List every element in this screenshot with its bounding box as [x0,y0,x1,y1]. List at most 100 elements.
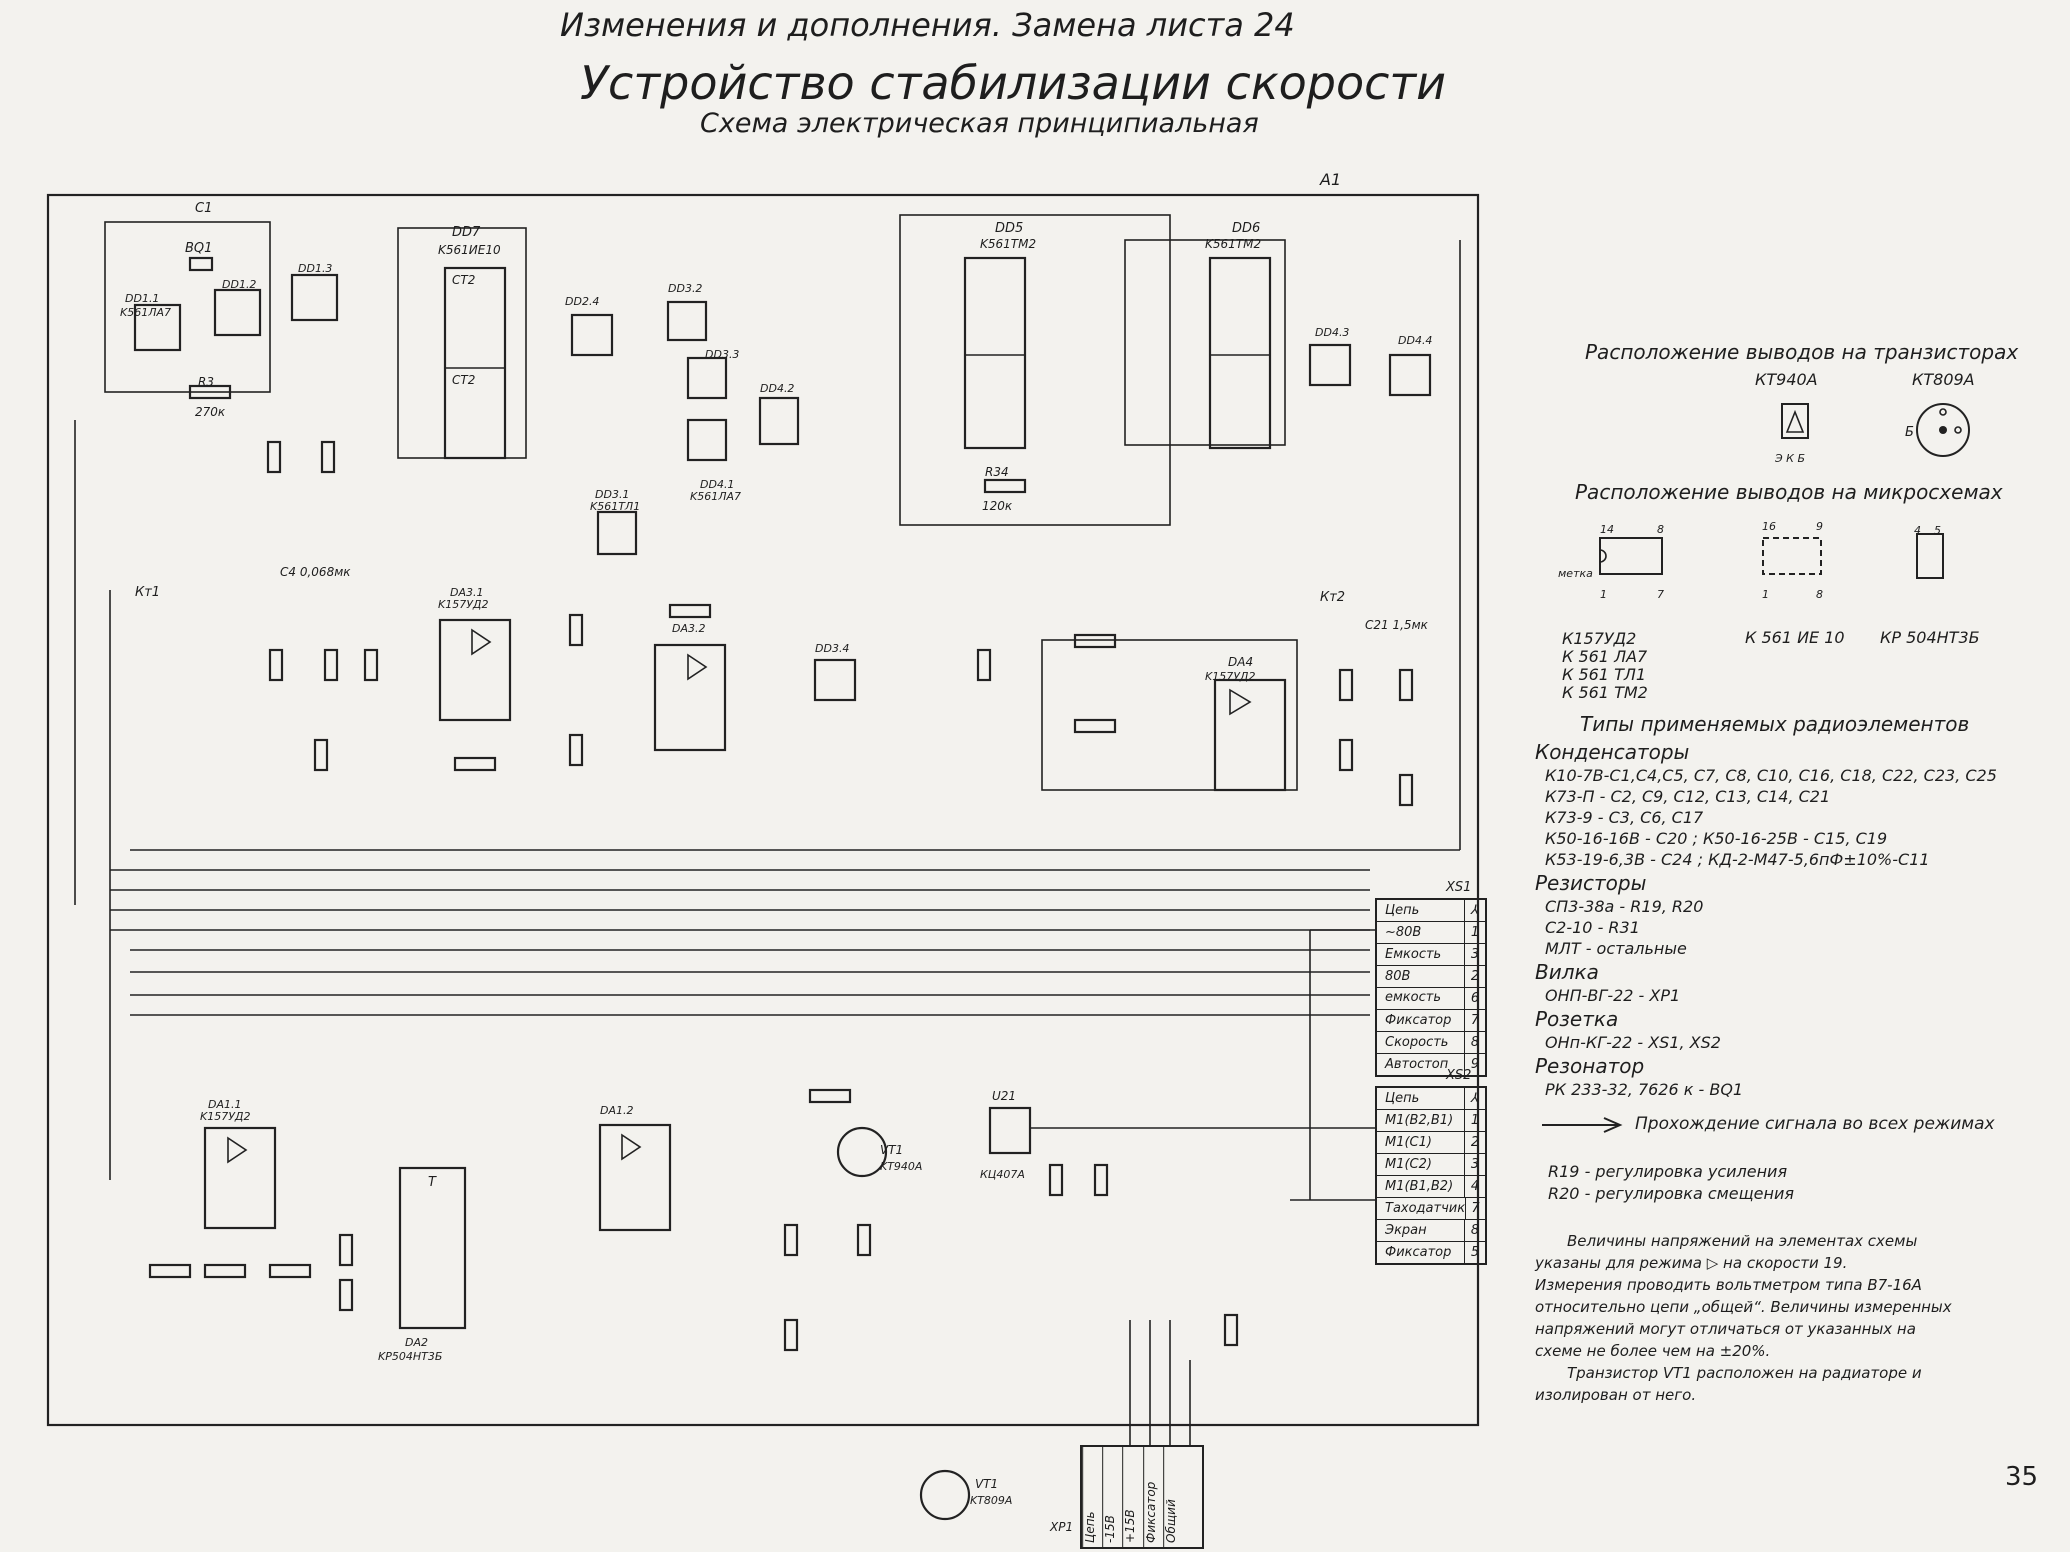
kt940a-name: КТ940А [1755,370,1818,389]
ref-c4: C4 [280,565,297,579]
note-line: изолирован от него. [1535,1386,1697,1404]
chip1-pin-8: 8 [1657,523,1664,536]
transistor-pinout-drawing [1781,403,1970,457]
chip2-pin-9: 9 [1816,520,1823,533]
xp1-col: Общий [1162,1447,1183,1547]
bq1-crystal [188,256,214,272]
xs1-row: 6 [1377,988,1485,1010]
legend-text: Прохождение сигнала во всех режимах [1635,1114,1995,1134]
capacitor-line: К53-19-6,3В - С24 ; КД-2-М47-5,6пФ±10%-С… [1545,850,1930,869]
val-c21: 1,5мк [1392,618,1428,632]
capacitor-line: К50-16-16В - С20 ; К50-16-25В - С15, С19 [1545,829,1888,848]
svg-text:K561ЛА7: K561ЛА7 [120,306,171,319]
xs2-label: XS2 [1446,1068,1472,1083]
section-capacitors: Конденсаторы [1535,740,1690,764]
chip-pinout-title: Расположение выводов на микросхемах [1575,480,2003,504]
xp1-connector: Цепь -15В +15В Фиксатор Общий [1080,1445,1204,1549]
elements-title: Типы применяемых радиоэлементов [1580,712,1970,736]
signal-arrow-icon [1542,1117,1623,1133]
chip-name-kp504: КР 504НТ3Б [1880,628,1980,647]
svg-text:KT940A: KT940A [880,1160,922,1173]
resistor-line: МЛТ - остальные [1545,939,1687,958]
svg-text:KT809A: KT809A [970,1494,1012,1507]
capacitor-line: К73-П - С2, С9, С12, С13, С14, С21 [1545,787,1831,806]
xp1-col: -15В [1102,1447,1123,1547]
da1-amplifiers: DA1.1 K157УД2 DA1.2 [200,1098,672,1232]
svg-text:120к: 120к [982,499,1013,513]
transistor-pinout-title: Расположение выводов на транзисторах [1585,340,2019,364]
resistor-line: СП3-38а - R19, R20 [1545,897,1704,916]
svg-text:270к: 270к [195,405,226,419]
svg-text:CT2: CT2 [452,373,475,387]
svg-text:T: T [428,1175,437,1190]
svg-text:K157УД2: K157УД2 [200,1110,251,1123]
ref-c21: C21 [1365,618,1389,632]
adjust-r19: R19 - регулировка усиления [1548,1162,1788,1181]
note-line: относительно цепи „общей“. Величины изме… [1535,1298,1952,1316]
svg-text:КЦ407А: КЦ407А [980,1168,1025,1181]
label-c21: C21 1,5мк [1365,618,1428,632]
svg-text:DD3.3: DD3.3 [705,348,739,361]
resistor-symbols [148,440,1414,1352]
signal-buses [74,240,1461,1180]
da3-amplifiers: DA3.1 K157УД2 DA3.2 DD3.4 [438,586,857,752]
chip-name: К157УД2 [1562,629,1637,648]
svg-text:DA1.1: DA1.1 [208,1098,242,1111]
resistor-line: С2-10 - R31 [1545,918,1640,937]
val-c4: 0,068мк [299,565,351,579]
logic-gates: DD2.4 DD3.2 DD3.3 DD4.2 DD4.1 K561ЛА7 DD… [565,282,800,556]
chip3-pin-5: 5 [1934,524,1941,537]
chip3-pin-4: 4 [1914,524,1921,537]
r3-resistor [188,384,232,400]
resonator-line: РК 233-32, 7626 к - ВQ1 [1545,1080,1744,1099]
svg-text:DA2: DA2 [405,1336,428,1349]
note-line: указаны для режима ▷ на скорости 19. [1535,1254,1848,1272]
svg-text:DA3.2: DA3.2 [672,622,706,635]
svg-text:K561ТМ2: K561ТМ2 [980,237,1036,251]
chip1-pin-14: 14 [1600,523,1614,536]
section-plug: Вилка [1535,960,1599,984]
dd1-3-gate [290,273,339,322]
header-line1: Изменения и дополнения. Замена листа 24 [560,6,1295,44]
chip-name: К 561 ЛА7 [1562,647,1648,666]
u21-rectifier: U21 КЦ407А [980,1089,1032,1181]
svg-text:DD5: DD5 [995,221,1023,236]
svg-text:BQ1: BQ1 [185,241,212,256]
svg-text:DD1.3: DD1.3 [298,262,332,275]
page-number: 35 [2005,1462,2039,1492]
xp1-label: XP1 [1050,1520,1074,1534]
label-kt2: Кт2 [1320,590,1346,605]
capacitor-line: К10-7В-С1,С4,С5, С7, С8, С10, С16, С18, … [1545,766,1997,785]
capacitor-line: К73-9 - С3, С6, С17 [1545,808,1704,827]
svg-text:K157УД2: K157УД2 [1205,670,1256,683]
section-resonator: Резонатор [1535,1054,1645,1078]
chip-name: К 561 ТЛ1 [1562,665,1647,684]
svg-text:DD1.2: DD1.2 [222,278,256,291]
chip1-pin-1: 1 [1600,588,1607,601]
vt1-kt809a: VT1 KT809A [919,1469,1012,1521]
svg-text:DA4: DA4 [1228,655,1253,669]
chip2-pin-8: 8 [1816,588,1823,601]
svg-text:DD1.1: DD1.1 [125,292,159,305]
xp1-col: +15В [1122,1447,1143,1547]
svg-text:DD6: DD6 [1232,221,1260,236]
svg-text:K561ЛА7: K561ЛА7 [690,490,741,503]
dd7-counter: DD7 K561ИЕ10 CT2 CT2 [397,225,527,460]
section-resistors: Резисторы [1535,871,1647,895]
label-c4: C4 0,068мк [280,565,351,579]
svg-text:C1: C1 [195,201,212,216]
xs1-label: XS1 [1446,880,1472,895]
socket-line: ОНп-КГ-22 - XS1, XS2 [1545,1033,1721,1052]
xs2-row: Цепь⅄ [1377,1088,1485,1110]
kt809a-name: КТ809А [1912,370,1975,389]
svg-text:K157УД2: K157УД2 [438,598,489,611]
svg-text:DD4.4: DD4.4 [1398,334,1432,347]
notes-block: Величины напряжений на элементах схемы у… [1535,1230,1952,1406]
